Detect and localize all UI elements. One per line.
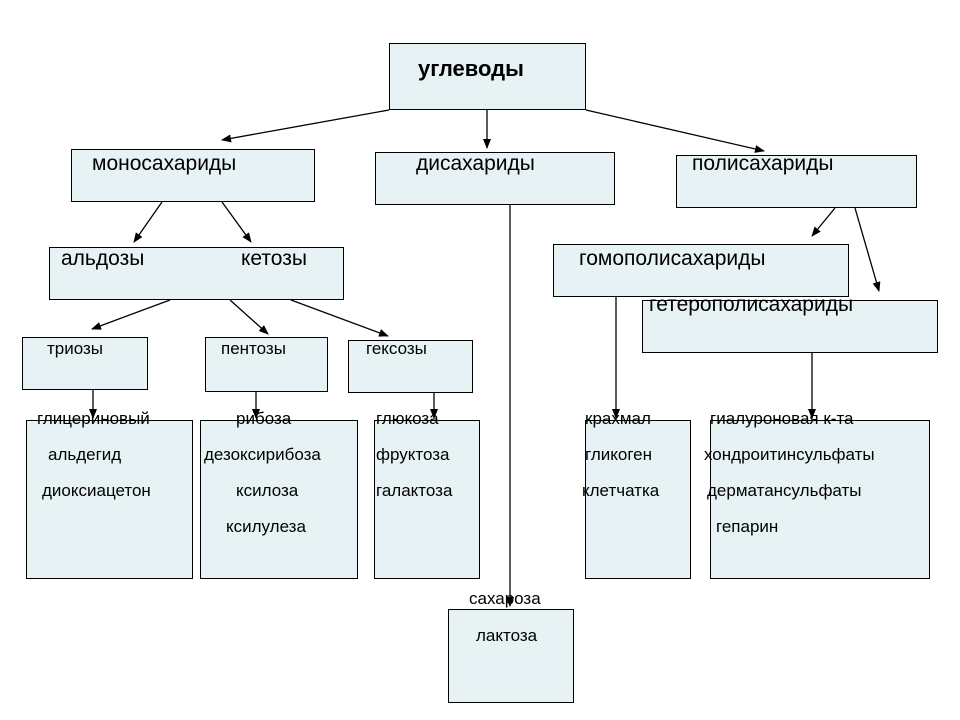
aldoses-label: альдозы [61,247,145,270]
hexoses-list-box [374,420,480,579]
pentoses-label: пентозы [221,339,286,358]
aldoses-ketoses-box [49,247,344,300]
arrow-root-to-mono [221,109,390,143]
list-item: дезоксирибоза [204,445,321,464]
list-item: клетчатка [582,481,660,500]
list-item: фруктоза [376,445,450,464]
pentoses-box [205,337,328,392]
list-item: гепарин [716,517,779,536]
list-item: лактоза [476,626,538,645]
arrow-to-pentoses [229,299,269,335]
carbohydrates-label: углеводы [418,56,524,81]
list-item: ксилоза [236,481,299,500]
heteropolysaccharides-label: гетерополисахариды [649,293,854,316]
trioses-list-box [26,420,193,579]
pentoses-list-box [200,420,358,579]
disaccharides-box [375,152,615,205]
hexoses-box [348,340,473,393]
homopolysaccharides-box [553,244,849,297]
trioses-label: триозы [47,339,104,358]
list-item: рибоза [236,409,292,428]
list-item: ксилулеза [226,517,306,536]
monosaccharides-box [71,149,315,202]
arrow-mono-to-aldoses [133,201,163,243]
homopolysaccharides-list-box [585,420,691,579]
homopolysaccharides-label: гомополисахариды [579,247,766,270]
arrow-to-trioses [91,299,171,330]
list-item: хондроитинсульфаты [704,445,875,464]
carbohydrates-box [389,43,586,110]
disaccharides-label: дисахариды [416,152,535,175]
list-item: глюкоза [376,409,439,428]
list-item: дерматансульфаты [707,481,862,500]
heteropolysaccharides-list-box [710,420,930,579]
list-item: крахмал [585,409,651,428]
arrow-root-to-poly [585,109,765,153]
monosaccharides-label: моносахариды [92,152,237,175]
list-item: гликоген [585,445,652,464]
arrow-poly-to-homo [811,207,836,237]
disaccharides-list-box [448,609,574,703]
hexoses-label: гексозы [366,339,427,358]
heteropolysaccharides-box [642,300,938,353]
arrow-mono-to-ketoses [221,201,252,243]
arrow-poly-to-hetero [854,207,881,292]
list-item: глицериновый [37,409,150,428]
list-item: гиалуроновая к-та [710,409,854,428]
list-item: галактоза [376,481,453,500]
polysaccharides-box [676,155,917,208]
list-item: сахароза [469,589,541,608]
list-item: альдегид [48,445,122,464]
polysaccharides-label: полисахариды [692,152,834,175]
arrow-to-hexoses [290,299,389,337]
ketoses-label: кетозы [241,247,307,270]
trioses-box [22,337,148,390]
list-item: диоксиацетон [42,481,151,500]
